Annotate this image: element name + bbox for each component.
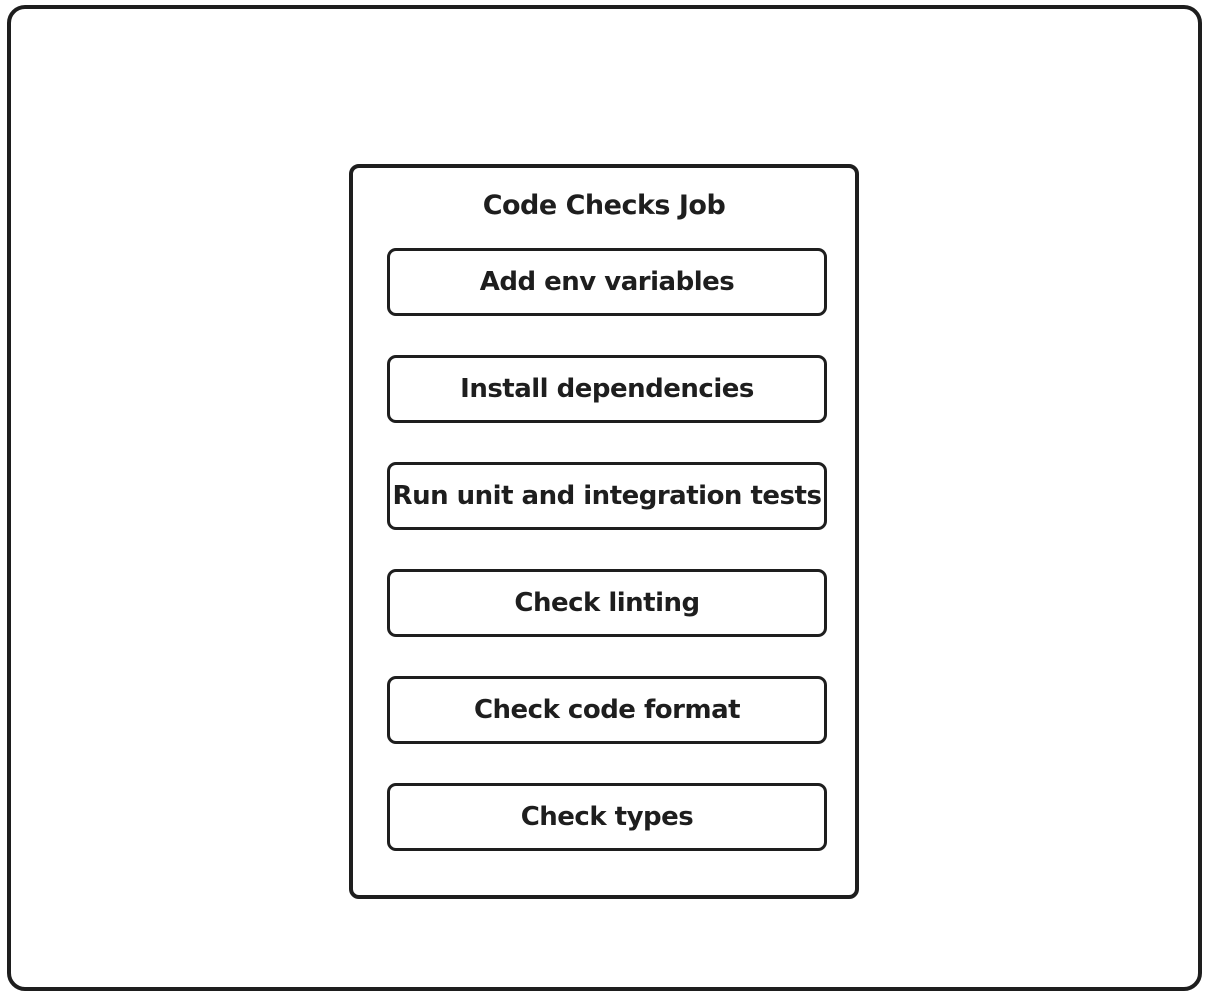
step-run-unit-and-integration-tests: Run unit and integration tests	[387, 462, 827, 530]
diagram-title: Code Checks Job	[482, 190, 726, 221]
step-check-linting: Check linting	[387, 569, 827, 637]
step-check-code-format: Check code format	[387, 676, 827, 744]
step-install-dependencies: Install dependencies	[387, 355, 827, 423]
outer-frame: Code Checks Job Add env variables Instal…	[7, 5, 1202, 991]
steps-column: Add env variables Install dependencies R…	[387, 248, 827, 851]
step-add-env-variables: Add env variables	[387, 248, 827, 316]
code-checks-job-container: Code Checks Job Add env variables Instal…	[349, 164, 859, 899]
step-check-types: Check types	[387, 783, 827, 851]
